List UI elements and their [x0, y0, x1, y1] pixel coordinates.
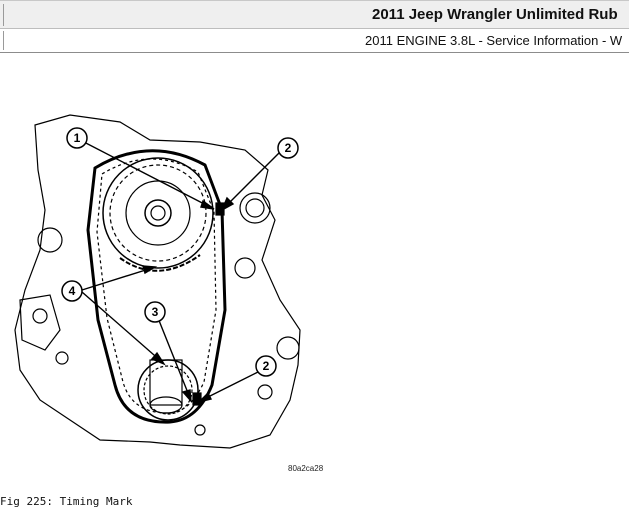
divider [3, 4, 4, 26]
arrowhead [181, 389, 192, 404]
subtitle-bar: 2011 ENGINE 3.8L - Service Information -… [0, 29, 629, 53]
leader-line-2-lower [201, 371, 259, 401]
bolt-hole [32, 308, 48, 324]
leader-line-4a [81, 267, 153, 291]
bracket-left [19, 294, 61, 351]
callout-label: 1 [74, 131, 81, 145]
boss-upper-right-inner [245, 198, 265, 218]
engine-timing-diagram: 1 2 4 3 2 [14, 114, 301, 449]
callout-label: 2 [263, 359, 270, 373]
arrowhead [196, 391, 213, 404]
bolt-hole [55, 351, 69, 365]
cam-sprocket [102, 157, 214, 269]
divider [3, 31, 4, 50]
crank-hub [149, 359, 183, 406]
callout-label: 4 [69, 284, 76, 298]
callout-circle [277, 137, 299, 159]
title-bar: 2011 Jeep Wrangler Unlimited Rub [0, 0, 629, 29]
leader-line-4b [81, 291, 163, 363]
boss-lower-right-small [257, 384, 273, 400]
callout-circle [255, 355, 277, 377]
boss-lower-right [276, 336, 300, 360]
timing-mark-lower [192, 392, 202, 406]
callout-circle [144, 301, 166, 323]
arrowhead [150, 351, 166, 366]
callout-label: 3 [152, 305, 159, 319]
crank-sprocket-teeth [143, 365, 193, 415]
cam-sprocket-teeth [109, 164, 207, 262]
bolt-hole [37, 227, 63, 253]
leader-line-1 [79, 139, 213, 209]
boss-upper-right [239, 192, 271, 224]
timing-chain-illustration: 1 2 4 3 2 [0, 100, 340, 480]
cam-bolt [144, 199, 172, 227]
arrowhead [200, 199, 215, 210]
arrowhead [142, 265, 158, 275]
boss-right [234, 257, 256, 279]
timing-chain-links [96, 158, 217, 414]
arrowhead [220, 196, 235, 212]
cam-bolt-center [150, 205, 166, 221]
document-title: 2011 Jeep Wrangler Unlimited Rub [372, 6, 618, 23]
cam-phaser [125, 180, 191, 246]
document-header: 2011 Jeep Wrangler Unlimited Rub 2011 EN… [0, 0, 629, 54]
leader-line-3 [157, 317, 191, 399]
callout-label: 2 [285, 141, 292, 155]
timing-chain-outer [86, 149, 227, 424]
figure-caption: Fig 225: Timing Mark [0, 495, 133, 508]
document-subtitle: 2011 ENGINE 3.8L - Service Information -… [365, 33, 623, 48]
callout-circle [61, 280, 83, 302]
leader-line-2-upper [223, 149, 283, 209]
cam-gear-segment [119, 254, 201, 272]
callout-circle [66, 127, 88, 149]
bolt-hole [194, 424, 206, 436]
figure-code: 80a2ca28 [288, 464, 324, 473]
